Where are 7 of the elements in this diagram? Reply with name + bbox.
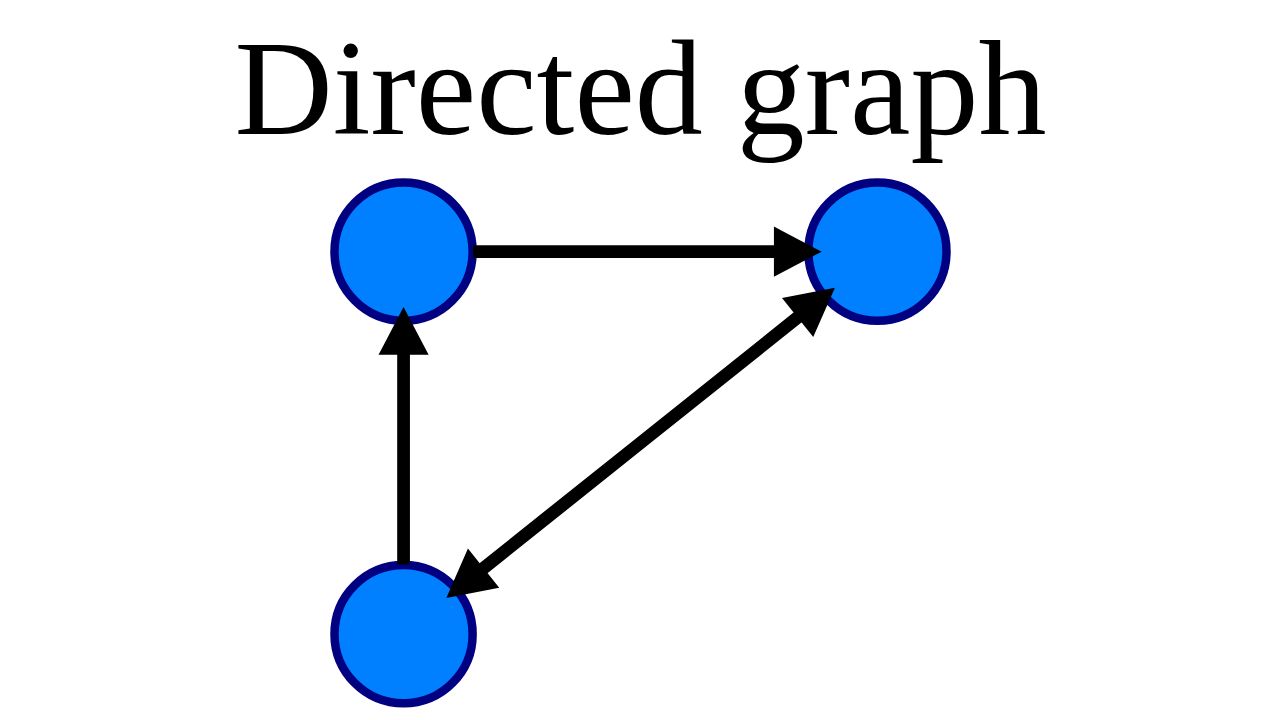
arrow (472, 226, 822, 277)
arrow (378, 307, 429, 565)
arrow (445, 287, 835, 598)
node-circle (329, 178, 477, 325)
diagram-title: Directed graph (234, 13, 1046, 164)
node-circle (803, 178, 951, 325)
node-circle (329, 560, 477, 708)
